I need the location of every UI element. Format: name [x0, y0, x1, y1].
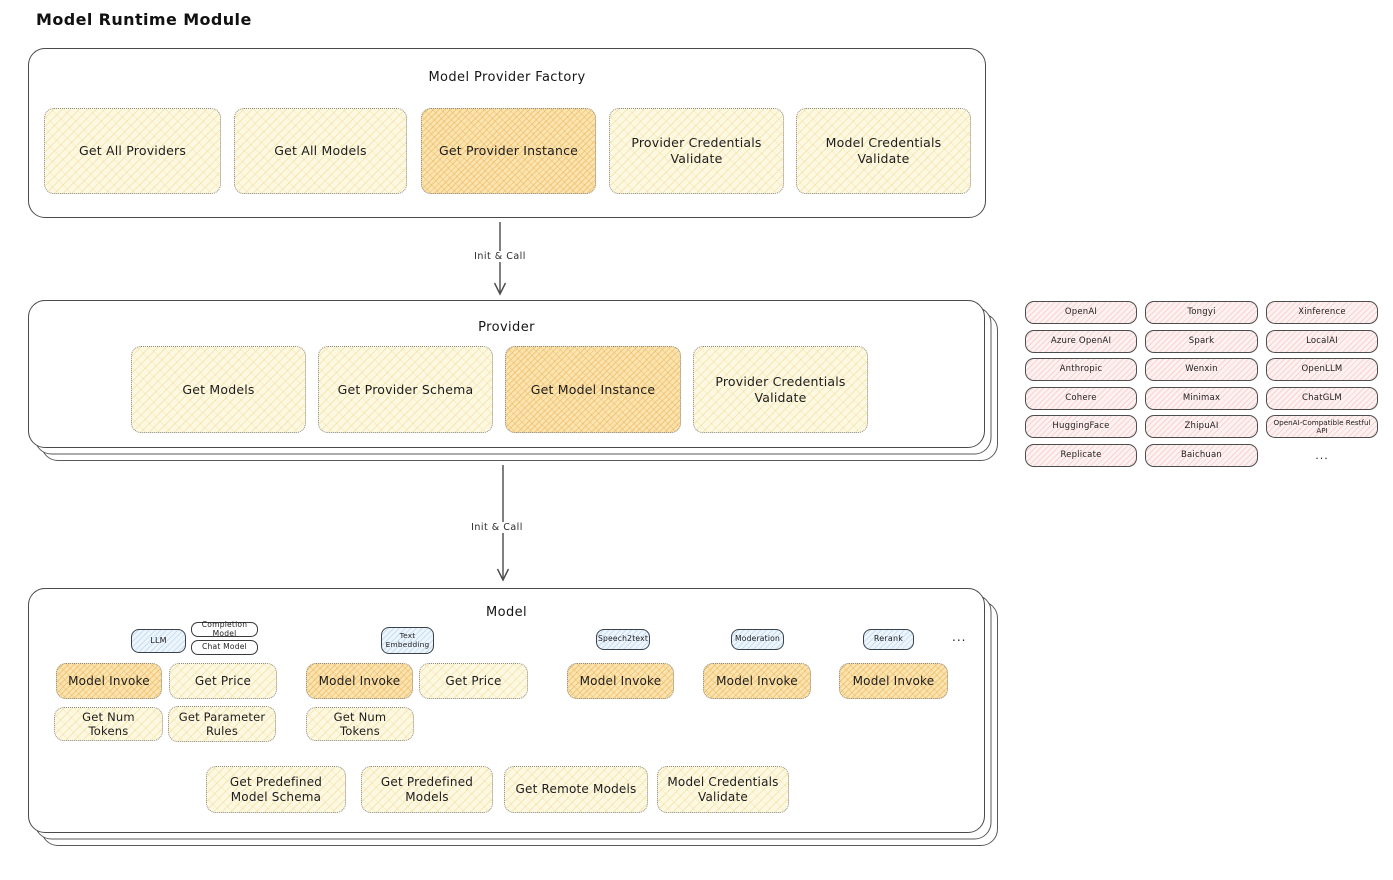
vendor-chatglm: ChatGLM	[1266, 386, 1378, 410]
vendor-azure-openai: Azure OpenAI	[1025, 329, 1137, 353]
node-provider-credentials-validate: Provider Credentials Validate	[693, 346, 868, 433]
node-get-num-tokens: Get Num Tokens	[306, 707, 414, 741]
node-get-price: Get Price	[419, 663, 528, 699]
tag-chat-model: Chat Model	[191, 640, 258, 655]
vendor-openai: OpenAI	[1025, 301, 1137, 324]
tag-completion-model: Completion Model	[191, 620, 258, 637]
arrow-label-init-call: Init & Call	[462, 251, 538, 262]
node-get-predefined-models: Get Predefined Models	[361, 766, 493, 813]
vendor-wenxin: Wenxin	[1145, 358, 1258, 381]
node-get-num-tokens: Get Num Tokens	[54, 707, 163, 741]
vendors-more-ellipsis: ...	[1315, 448, 1329, 462]
provider-vendor-grid: OpenAI Tongyi Xinference Azure OpenAI Sp…	[1025, 301, 1378, 467]
tag-speech2text: Speech2text	[596, 629, 650, 650]
node-model-invoke: Model Invoke	[306, 663, 413, 699]
model-panel: Model LLM Completion Model Chat Model Te…	[28, 588, 998, 846]
node-get-provider-schema: Get Provider Schema	[318, 346, 493, 433]
factory-panel-title: Model Provider Factory	[428, 70, 586, 85]
tag-text-embedding: Text Embedding	[381, 627, 434, 654]
tag-moderation: Moderation	[731, 629, 784, 650]
arrow-provider-to-model	[496, 465, 510, 582]
vendor-spark: Spark	[1145, 329, 1258, 353]
vendor-openllm: OpenLLM	[1266, 358, 1378, 381]
model-panel-title: Model	[485, 605, 528, 620]
provider-panel-title: Provider	[478, 320, 535, 335]
page-title: Model Runtime Module	[36, 10, 252, 29]
vendor-replicate: Replicate	[1025, 443, 1137, 467]
vendor-cohere: Cohere	[1025, 386, 1137, 410]
node-model-credentials-validate: Model Credentials Validate	[657, 766, 789, 813]
node-model-invoke: Model Invoke	[839, 663, 948, 699]
vendor-localai: LocalAI	[1266, 329, 1378, 353]
node-get-remote-models: Get Remote Models	[504, 766, 648, 813]
node-get-models: Get Models	[131, 346, 306, 433]
factory-panel: Model Provider Factory Get All Providers…	[28, 48, 986, 218]
vendor-baichuan: Baichuan	[1145, 443, 1258, 467]
arrow-label-init-call: Init & Call	[459, 522, 535, 533]
node-get-all-models: Get All Models	[234, 108, 407, 194]
factory-panel-frame: Model Provider Factory Get All Providers…	[28, 48, 986, 218]
provider-panel-frame: Provider Get Models Get Provider Schema …	[28, 300, 985, 448]
vendor-openai-compatible-restful-api: OpenAI-Compatible Restful API	[1266, 415, 1378, 438]
node-get-model-instance: Get Model Instance	[505, 346, 681, 433]
node-get-predefined-model-schema: Get Predefined Model Schema	[206, 766, 346, 813]
provider-panel: Provider Get Models Get Provider Schema …	[28, 300, 998, 461]
vendor-minimax: Minimax	[1145, 386, 1258, 410]
vendor-anthropic: Anthropic	[1025, 358, 1137, 381]
tag-rerank: Rerank	[863, 629, 914, 650]
node-get-provider-instance: Get Provider Instance	[421, 108, 596, 194]
model-tags-more-ellipsis: ...	[952, 630, 967, 644]
vendor-tongyi: Tongyi	[1145, 301, 1258, 324]
node-model-credentials-validate: Model Credentials Validate	[796, 108, 971, 194]
node-provider-credentials-validate: Provider Credentials Validate	[609, 108, 784, 194]
vendor-xinference: Xinference	[1266, 301, 1378, 324]
node-model-invoke: Model Invoke	[56, 663, 162, 699]
tag-llm: LLM	[131, 629, 186, 653]
model-panel-frame: Model LLM Completion Model Chat Model Te…	[28, 588, 985, 833]
node-get-all-providers: Get All Providers	[44, 108, 221, 194]
vendor-zhipuai: ZhipuAI	[1145, 415, 1258, 438]
node-model-invoke: Model Invoke	[703, 663, 811, 699]
node-get-price: Get Price	[169, 663, 277, 699]
node-model-invoke: Model Invoke	[567, 663, 674, 699]
node-get-parameter-rules: Get Parameter Rules	[168, 706, 276, 742]
vendor-huggingface: HuggingFace	[1025, 415, 1137, 438]
